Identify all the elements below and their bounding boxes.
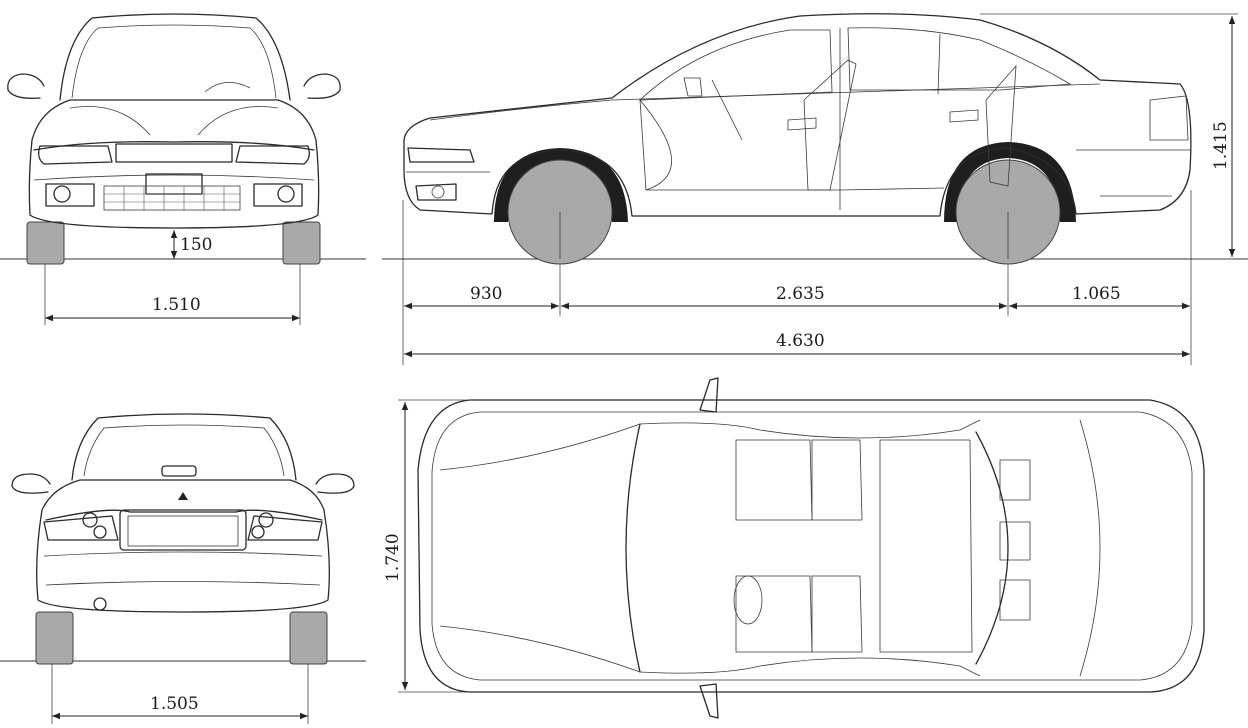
ground-clearance-label: 150 [180,235,212,255]
rear-right-tire [289,611,328,665]
front-left-tire [26,221,65,265]
front-track-label: 1.510 [152,295,201,315]
overall-length-label: 4.630 [776,331,825,351]
rear-track-label: 1.505 [150,694,199,714]
rear-left-tire [35,611,74,665]
rear-view: 1.505 [0,413,366,724]
height-label: 1.415 [1211,121,1231,170]
top-view: 1.740 [383,377,1205,719]
width-label: 1.740 [383,533,403,582]
front-view: 150 1.510 [0,13,366,325]
front-overhang-label: 930 [470,284,502,304]
wheelbase-label: 2.635 [776,284,825,304]
front-right-tire [282,221,321,265]
rear-overhang-label: 1.065 [1072,284,1121,304]
side-view: 1.415 930 2.635 1.065 4.630 [382,13,1248,365]
